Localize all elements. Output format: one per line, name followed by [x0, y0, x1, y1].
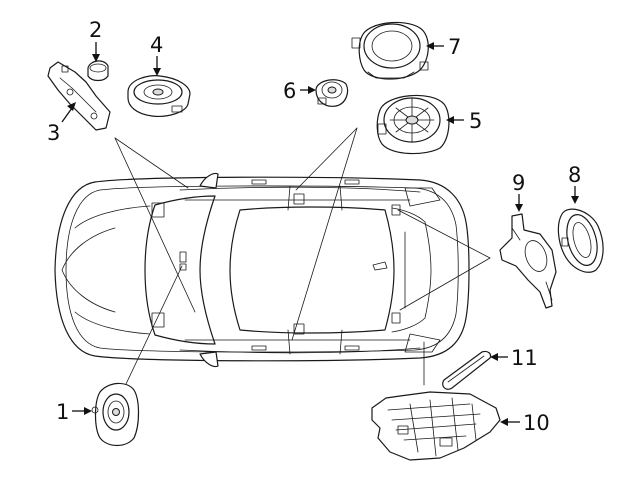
part-3-bracket — [47, 61, 111, 131]
callout-arrows — [61, 42, 579, 426]
callout-9: 9 — [512, 171, 525, 195]
mirror-left-icon — [199, 172, 219, 189]
part-10-subwoofer — [371, 391, 501, 461]
callout-10: 10 — [523, 411, 550, 435]
callout-11: 11 — [511, 346, 538, 370]
part-8-speaker — [557, 208, 604, 273]
part-6-tweeter — [315, 79, 349, 107]
part-4-speaker — [127, 75, 191, 117]
callout-7: 7 — [448, 35, 461, 59]
callout-5: 5 — [469, 109, 482, 133]
callout-8: 8 — [568, 163, 581, 187]
callout-4: 4 — [150, 33, 163, 57]
part-1-speaker — [91, 382, 140, 447]
part-11-strip — [442, 350, 492, 390]
mirror-right-icon — [199, 351, 219, 368]
vehicle-top-view — [54, 172, 470, 368]
part-9-bracket — [499, 213, 557, 309]
callout-6: 6 — [283, 79, 296, 103]
part-5-woofer — [376, 94, 450, 155]
callout-2: 2 — [89, 18, 102, 42]
part-2-tweeter — [87, 60, 109, 82]
callout-3: 3 — [47, 121, 60, 145]
callout-1: 1 — [56, 400, 69, 424]
callout-labels: 1 2 3 4 5 6 7 8 9 10 11 — [47, 18, 581, 435]
part-7-speaker — [351, 21, 429, 80]
leader-lines — [114, 127, 491, 386]
